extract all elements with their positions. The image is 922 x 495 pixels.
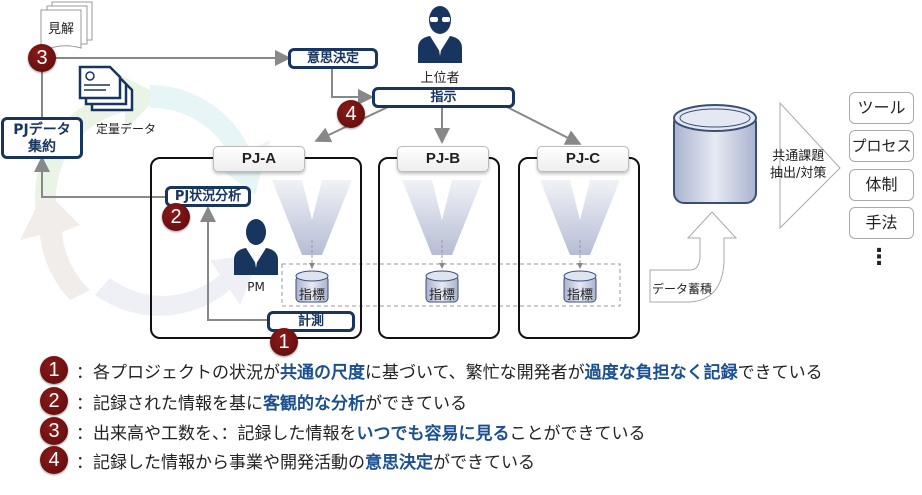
quant-data-icon [78, 65, 134, 112]
side-box-method: 手法 [849, 207, 914, 239]
pj-status-analysis-box: PJ状況分析 [165, 186, 251, 207]
project-label-pj-b: PJ-B [397, 146, 489, 172]
legend-highlight: 共通の尺度 [280, 362, 365, 383]
legend-badge: 1 [40, 356, 68, 384]
side-box-process: プロセス [849, 130, 914, 162]
legend-text: ができている [433, 452, 535, 473]
legend-highlight: 意思決定 [365, 452, 433, 473]
pm-icon [234, 219, 278, 275]
legend-text: ことができている [509, 423, 646, 444]
data-accumulation-label: データ蓄積 [652, 282, 713, 296]
legend-item-1: 1 ：各プロジェクトの状況が共通の尺度に基づいて、繁忙な開発者が過度な負担なく記録… [40, 356, 823, 384]
index-cylinders [295, 270, 597, 303]
legend-item-2: 2 ：記録された情報を基に客観的な分析ができている [40, 387, 467, 415]
legend-text: に基づいて、繁忙な開発者が [365, 362, 585, 383]
legend-text: ：記録された情報を基に [76, 393, 263, 414]
project-label-pj-c: PJ-C [537, 146, 629, 172]
legend-highlight: 過度な負担なく記録 [584, 362, 738, 383]
common-issues-line1: 共通課題 [772, 149, 825, 164]
issue-extraction-triangle [779, 101, 841, 230]
connectors [34, 50, 582, 321]
badge-3: 3 [28, 44, 56, 72]
side-box-organization: 体制 [849, 169, 914, 201]
legend-badge: 4 [40, 446, 68, 474]
v-shapes [272, 180, 620, 255]
project-label-pj-a: PJ-A [213, 146, 305, 172]
pj-data-aggregation-line2: 集約 [28, 139, 56, 155]
badge-2: 2 [162, 203, 190, 231]
executive-icon [418, 6, 462, 63]
pm-label: PM [247, 280, 265, 294]
legend-badge: 2 [40, 387, 68, 415]
legend-item-4: 4 ：記録した情報から事業や開発活動の意思決定ができている [40, 446, 535, 474]
quant-data-label: 定量データ [96, 122, 157, 136]
legend-highlight: 客観的な分析 [263, 393, 365, 414]
legend-badge: 3 [40, 417, 68, 445]
legend-text: ができている [365, 393, 467, 414]
side-box-tool: ツール [849, 92, 914, 124]
instruction-box: 指示 [372, 87, 515, 108]
legend-item-3: 3 ：出来高や工数を、：記録した情報をいつでも容易に見ることができている [40, 417, 646, 445]
index-label-pj-c: 指標 [566, 288, 593, 303]
executive-label: 上位者 [420, 71, 460, 86]
index-region [281, 263, 621, 307]
database-icon [673, 104, 757, 204]
opinion-label: 見解 [48, 22, 75, 37]
opinion-doc-icon [40, 1, 93, 53]
legend-text: ：各プロジェクトの状況が [76, 362, 280, 383]
index-label-pj-a: 指標 [298, 288, 325, 303]
badge-4: 4 [337, 100, 365, 128]
index-label-pj-b: 指標 [428, 288, 455, 303]
ellipsis: ⋮ [868, 245, 890, 270]
badge-1: 1 [270, 328, 298, 356]
legend-highlight: いつでも容易に見る [356, 423, 510, 444]
common-issues-line2: 抽出/対策 [770, 166, 827, 181]
decision-box: 意思決定 [288, 48, 378, 69]
project-box-pj-b [378, 157, 500, 339]
project-box-pj-c [518, 157, 640, 339]
common-issues-label: 共通課題 抽出/対策 [770, 148, 826, 182]
legend-text: ：出来高や工数を、：記録した情報を [76, 423, 357, 444]
pj-data-aggregation-line1: PJデータ [13, 122, 71, 138]
legend-text: ：記録した情報から事業や開発活動の [76, 452, 365, 473]
pj-data-aggregation-box: PJデータ 集約 [1, 117, 83, 159]
legend-text: できている [737, 362, 823, 383]
accumulation-arrow [649, 211, 738, 303]
measure-box: 計測 [267, 311, 355, 332]
